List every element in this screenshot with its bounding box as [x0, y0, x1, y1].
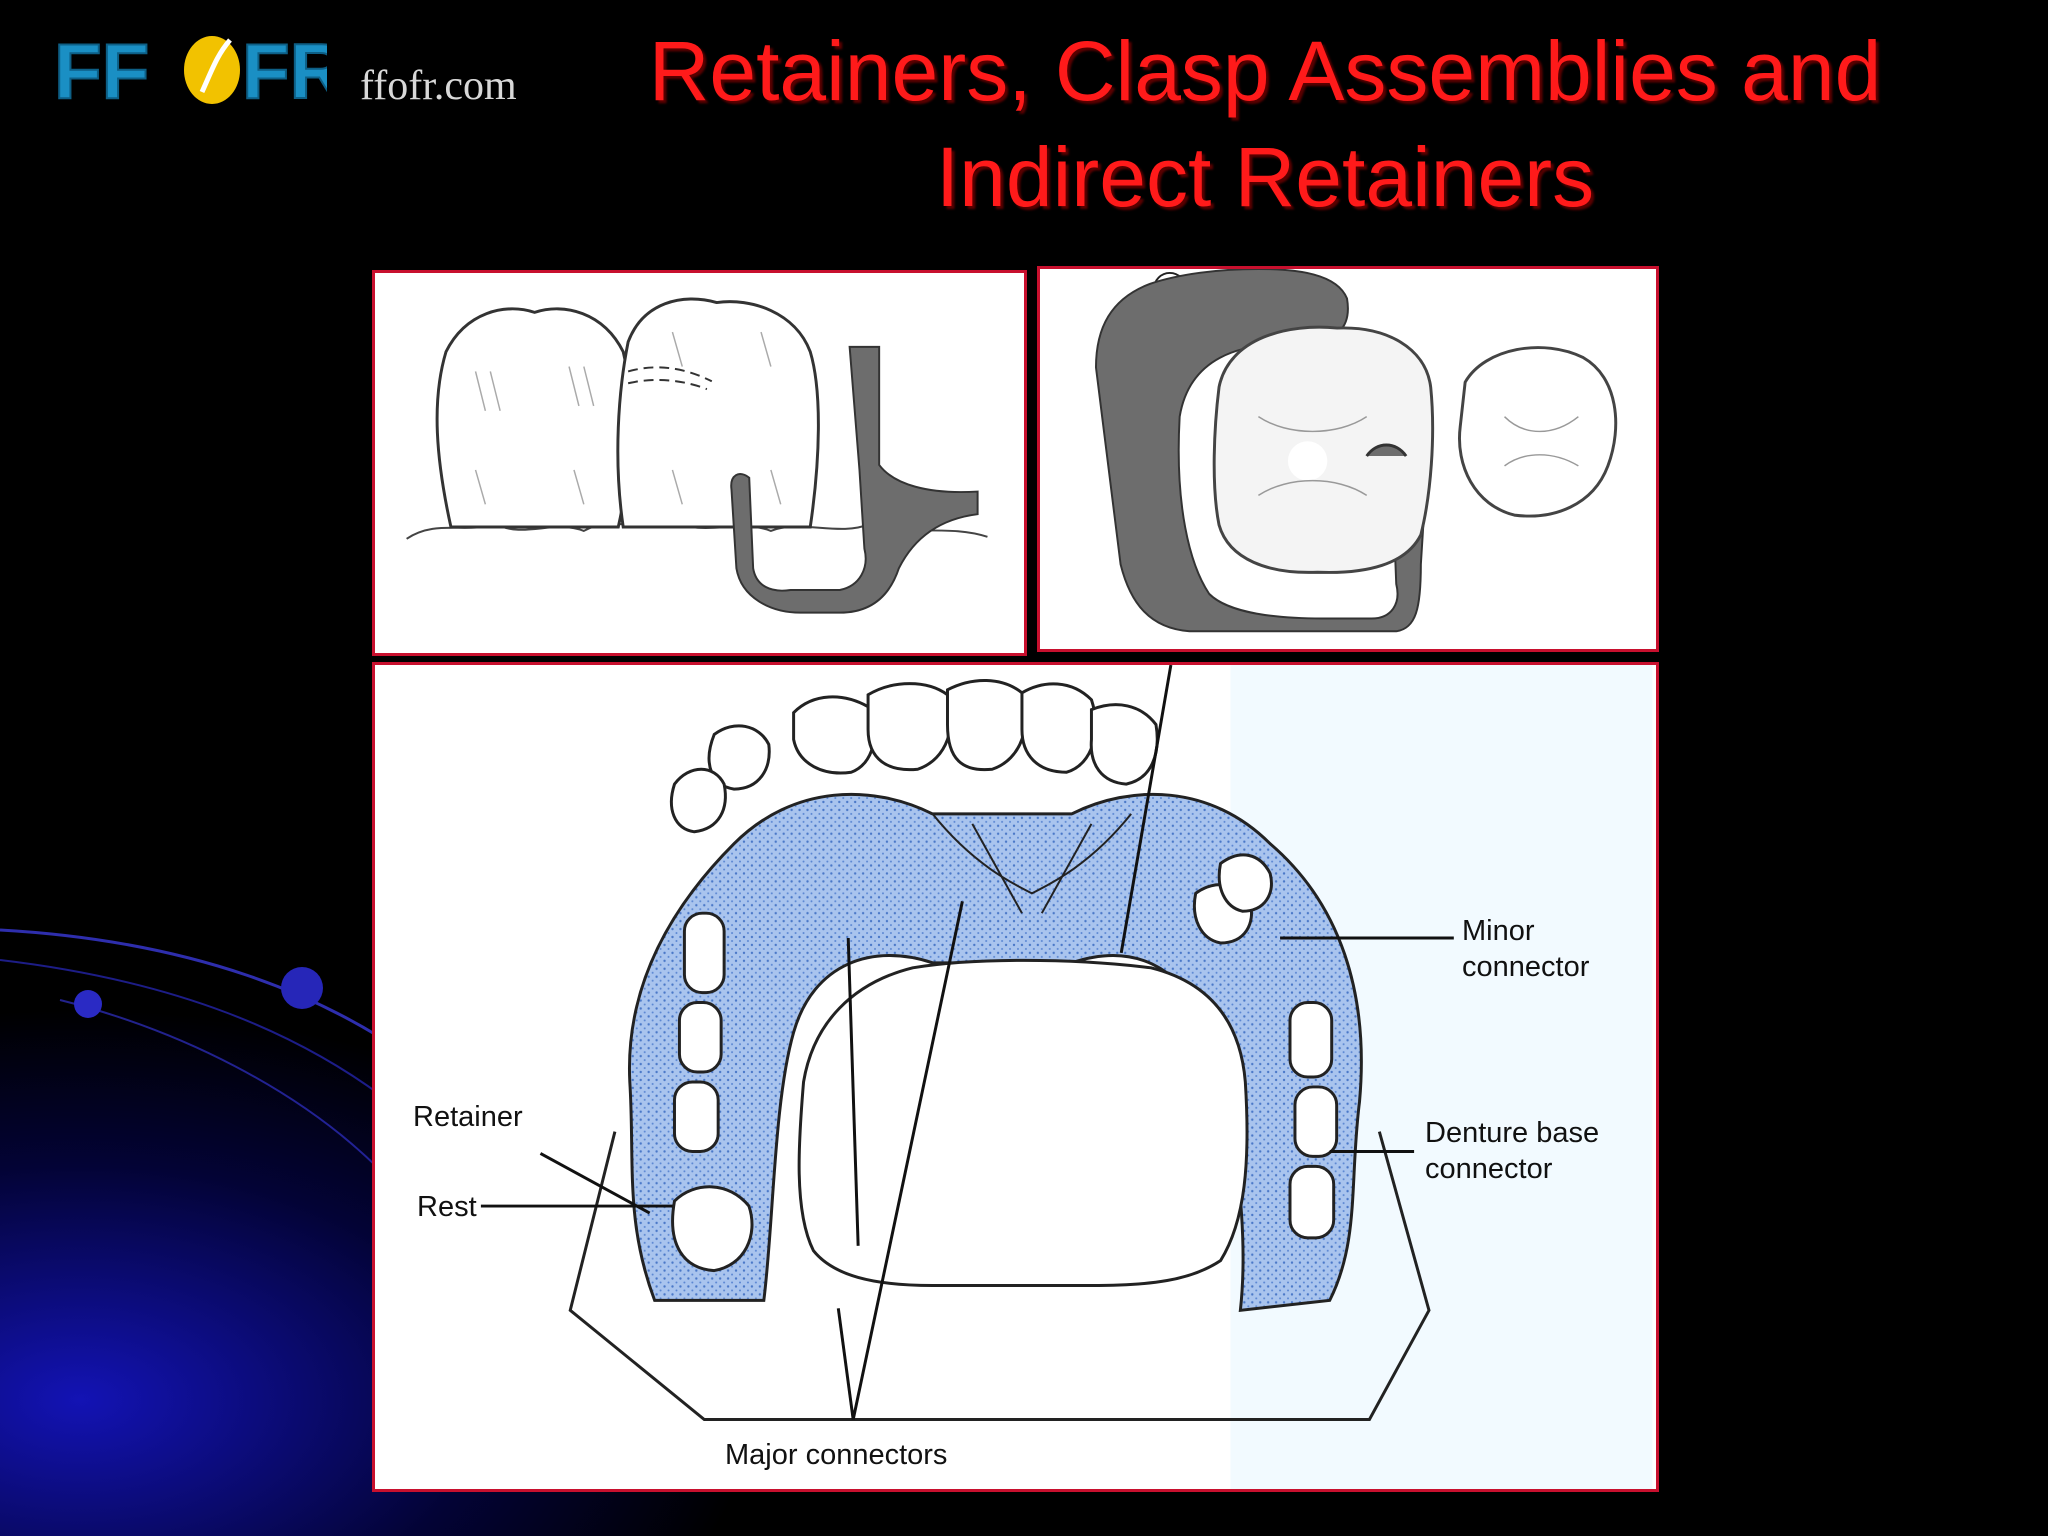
label-minor-connector: Minor connector: [1462, 913, 1589, 985]
svg-text:FF: FF: [54, 30, 149, 106]
label-rest: Rest: [417, 1191, 477, 1223]
label-minor-connector-line1: Minor: [1462, 915, 1535, 947]
label-minor-connector-line2: connector: [1462, 951, 1590, 983]
label-major-connectors: Major connectors: [725, 1439, 948, 1471]
tooth-clasp-side-view-icon: [406, 297, 988, 614]
maxillary-partial-denture-framework-icon: [480, 665, 1653, 1489]
figure-panel-a: [372, 270, 1027, 656]
slide-title-line2: Indirect Retainers: [935, 130, 1595, 224]
label-retainer: Retainer: [413, 1101, 523, 1133]
slide-title: Retainers, Clasp Assemblies and Indirect…: [560, 18, 1970, 230]
figure-panel-b: B: [1037, 266, 1659, 652]
tooth-clasp-occlusal-view-icon: B: [1094, 269, 1618, 633]
ffofr-logo[interactable]: FF FR: [52, 30, 327, 106]
svg-text:FR: FR: [242, 30, 327, 106]
slide-title-line1: Retainers, Clasp Assemblies and: [648, 24, 1882, 118]
figure-panel-c: Minor connector Denture base connector R…: [372, 662, 1659, 1492]
ffofr-logo-mark: FF FR: [53, 30, 327, 106]
site-name[interactable]: ffofr.com: [360, 63, 517, 109]
label-denture-base-line2: connector: [1425, 1153, 1553, 1185]
label-denture-base-line1: Denture base: [1425, 1117, 1600, 1149]
label-denture-base-connector: Denture base connector: [1425, 1115, 1599, 1187]
